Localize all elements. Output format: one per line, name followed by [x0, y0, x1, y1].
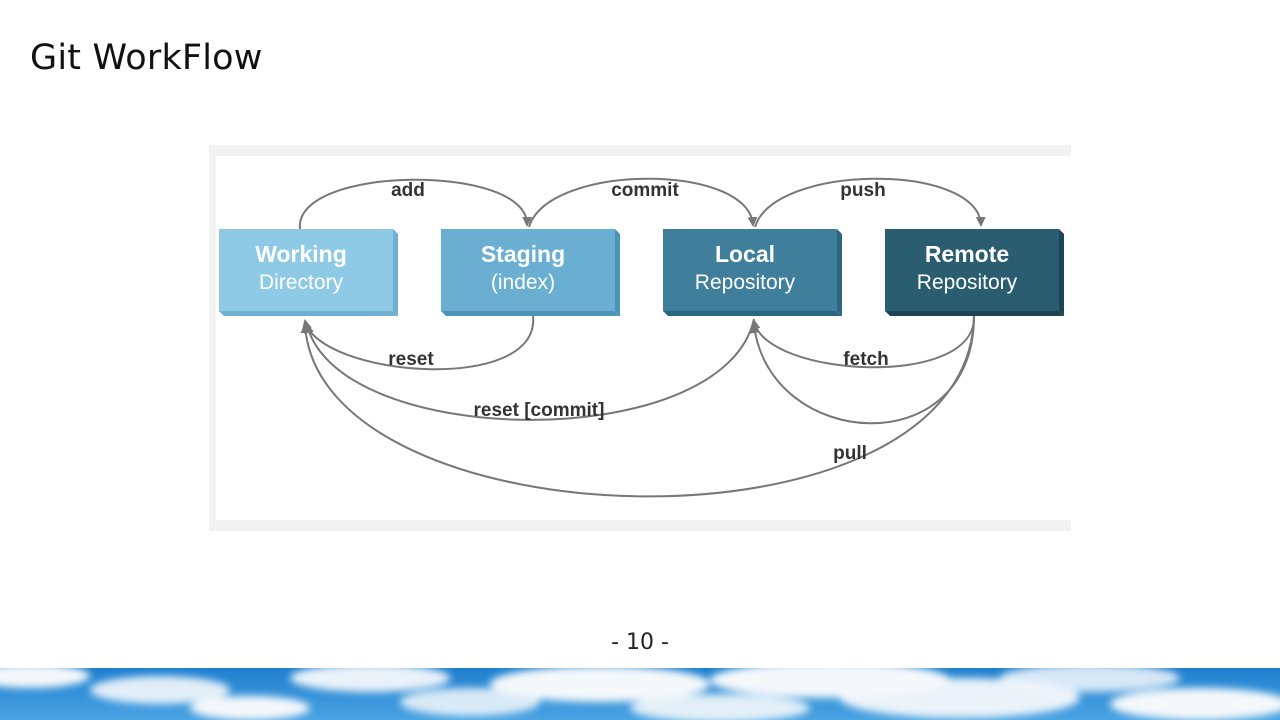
- git-workflow-diagram: Working Directory Staging (index) Local …: [209, 145, 1071, 531]
- box-bottom: [885, 311, 1064, 316]
- label-push: push: [840, 180, 885, 201]
- box-title: Working: [255, 241, 347, 267]
- box-face: [219, 229, 393, 311]
- arrow-push: [754, 177, 986, 228]
- box-title: Staging: [481, 241, 565, 267]
- box-remote-repository: Remote Repository: [885, 229, 1064, 316]
- box-local-repository: Local Repository: [663, 229, 842, 316]
- box-bottom: [441, 311, 620, 316]
- page-number: - 10 -: [611, 630, 669, 655]
- arrow-reset: [302, 315, 535, 371]
- box-side: [1059, 229, 1064, 316]
- box-side: [615, 229, 620, 316]
- label-reset-commit: reset [commit]: [474, 400, 605, 421]
- box-subtitle: Repository: [917, 271, 1018, 294]
- box-title: Local: [715, 241, 775, 267]
- box-face: [885, 229, 1059, 311]
- diagram-canvas: [216, 156, 1071, 520]
- box-subtitle: (index): [491, 271, 555, 294]
- box-side: [837, 229, 842, 316]
- label-fetch: fetch: [843, 349, 888, 370]
- box-face: [441, 229, 615, 311]
- arrow-fetch: [750, 315, 976, 369]
- box-bottom: [663, 311, 842, 316]
- label-reset: reset: [388, 349, 434, 370]
- label-pull: pull: [833, 443, 867, 464]
- arrow-pull-to-local: [750, 315, 975, 425]
- box-bottom: [219, 311, 398, 316]
- box-side: [393, 229, 398, 316]
- sky-banner-image: [0, 668, 1280, 720]
- box-title: Remote: [925, 241, 1009, 267]
- box-staging-index: Staging (index): [441, 229, 620, 316]
- sky-clouds-graphic: [0, 668, 1280, 720]
- box-subtitle: Repository: [695, 271, 796, 294]
- diagram-svg: Working Directory Staging (index) Local …: [219, 177, 1064, 498]
- label-add: add: [391, 180, 425, 201]
- box-face: [663, 229, 837, 311]
- arrow-commit: [528, 177, 758, 228]
- arrow-add: [298, 178, 533, 230]
- arrow-pull-to-working: [300, 315, 975, 498]
- box-working-directory: Working Directory: [219, 229, 398, 316]
- arrow-reset-commit: [304, 318, 755, 421]
- label-commit: commit: [611, 180, 679, 201]
- box-subtitle: Directory: [259, 271, 344, 294]
- slide-title: Git WorkFlow: [30, 38, 263, 78]
